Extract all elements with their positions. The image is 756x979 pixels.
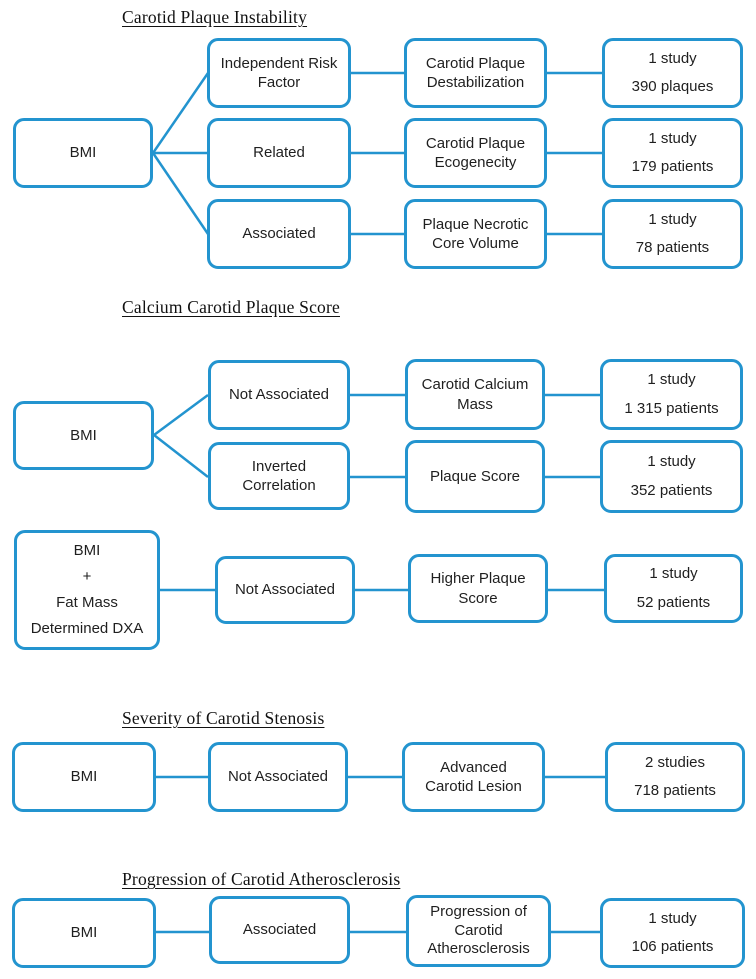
outcome-box: Advanced Carotid Lesion bbox=[402, 742, 545, 812]
exposure-bmi-box: BMI bbox=[12, 742, 156, 812]
evidence-box: 1 study 106 patients bbox=[600, 898, 745, 968]
relationship-box: Not Associated bbox=[215, 556, 355, 624]
outcome-box: Carotid Calcium Mass bbox=[405, 359, 545, 430]
evidence-box: 1 study 179 patients bbox=[602, 118, 743, 188]
study-count: 2 studies bbox=[644, 753, 706, 771]
sample-size: 718 patients bbox=[634, 782, 716, 799]
exposure-bmi-box: BMI bbox=[13, 118, 153, 188]
evidence-box: 1 study 1 315 patients bbox=[600, 359, 743, 430]
outcome-box: Carotid Plaque Destabilization bbox=[404, 38, 547, 108]
sample-size: 1 315 patients bbox=[624, 399, 719, 417]
relationship-box: Inverted Correlation bbox=[208, 442, 350, 510]
study-count: 1 study bbox=[648, 909, 697, 927]
relationship-box: Associated bbox=[207, 199, 351, 269]
relationship-box: Independent Risk Factor bbox=[207, 38, 351, 108]
evidence-box: 1 study 78 patients bbox=[602, 199, 743, 269]
relationship-box: Not Associated bbox=[208, 360, 350, 430]
sample-size: 179 patients bbox=[631, 158, 714, 175]
exposure-bmi-fat-mass-box: BMI + Fat Mass Determined DXA bbox=[14, 530, 160, 650]
outcome-box: Higher Plaque Score bbox=[408, 554, 548, 623]
relationship-box: Not Associated bbox=[208, 742, 348, 812]
outcome-box: Plaque Necrotic Core Volume bbox=[404, 199, 547, 269]
evidence-box: 1 study 352 patients bbox=[600, 440, 743, 513]
study-count: 1 study bbox=[647, 453, 696, 470]
relationship-box: Related bbox=[207, 118, 351, 188]
relationship-box: Associated bbox=[209, 896, 350, 964]
outcome-box: Progression of Carotid Atherosclerosis bbox=[406, 895, 551, 967]
title-carotid-plaque-instability: Carotid Plaque Instability bbox=[122, 7, 308, 27]
study-count: 1 study bbox=[649, 565, 698, 582]
title-severity-of-carotid-stenosis: Severity of Carotid Stenosis bbox=[122, 708, 325, 728]
sample-size: 352 patients bbox=[630, 481, 713, 499]
sample-size: 106 patients bbox=[631, 938, 714, 955]
outcome-box: Plaque Score bbox=[405, 440, 545, 513]
study-count: 1 study bbox=[648, 49, 697, 67]
sample-size: 390 plaques bbox=[631, 78, 714, 95]
sample-size: 78 patients bbox=[635, 239, 710, 256]
study-count: 1 study bbox=[648, 210, 697, 228]
evidence-box: 1 study 390 plaques bbox=[602, 38, 743, 108]
sample-size: 52 patients bbox=[636, 593, 711, 611]
title-progression-of-carotid-atherosclerosis: Progression of Carotid Atherosclerosis bbox=[122, 869, 401, 889]
evidence-box: 1 study 52 patients bbox=[604, 554, 743, 623]
outcome-box: Carotid Plaque Ecogenecity bbox=[404, 118, 547, 188]
study-count: 1 study bbox=[647, 371, 696, 388]
exposure-bmi-box: BMI bbox=[12, 898, 156, 968]
study-count: 1 study bbox=[648, 129, 697, 147]
exposure-bmi-box: BMI bbox=[13, 401, 154, 470]
evidence-box: 2 studies 718 patients bbox=[605, 742, 745, 812]
title-calcium-carotid-plaque-score: Calcium Carotid Plaque Score bbox=[122, 297, 340, 317]
